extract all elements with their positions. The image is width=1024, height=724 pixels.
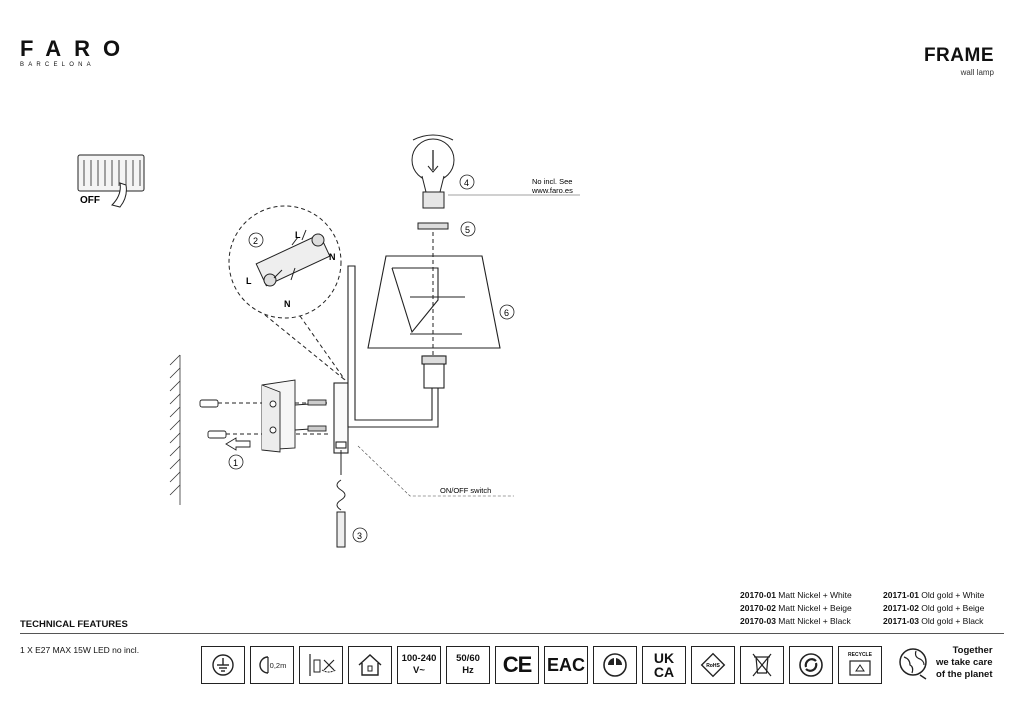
finish-desc: Old gold + White [921,590,985,600]
technical-features-title: TECHNICAL FEATURES [20,619,128,630]
wiring-detail-circle [228,205,346,381]
planet-line-1: Together [952,645,993,656]
callout-1: 1 [233,458,238,468]
ce-label: CE [502,652,533,677]
bulb-note-2: www.faro.es [531,186,573,195]
callout-3: 3 [357,531,362,541]
min-distance-icon: 0,2m [250,646,294,684]
finish-desc: Matt Nickel + Beige [778,603,852,613]
mounting-hardware [199,379,330,453]
eac-mark-icon: EAC [544,646,588,684]
product-title-block: FRAME wall lamp [924,45,994,77]
indoor-use-icon [348,646,392,684]
finish-code: 20171-01 [883,590,919,600]
brand-sub: BARCELONA [20,62,95,68]
switch-note: ON/OFF switch [440,486,491,495]
planet-line-2: we take care [936,657,993,668]
product-subtitle: wall lamp [960,68,994,77]
wall-hatch [169,354,181,505]
wire-label-n1: N [329,252,336,262]
ukca-bottom: CA [653,664,675,680]
finish-row: 20171-03 Old gold + Black [883,615,984,628]
technical-spec: 1 X E27 MAX 15W LED no incl. [20,645,140,655]
lamp-body [333,255,501,454]
finish-code: 20170-03 [740,616,776,626]
brand-logo: FARO BARCELONA [20,36,133,68]
finish-code: 20170-01 [740,590,776,600]
callout-2: 2 [253,236,258,246]
section-divider [20,633,1004,634]
finish-desc: Matt Nickel + Black [778,616,851,626]
callout-5: 5 [465,225,470,235]
recycle-label: RECYCLE [848,652,872,658]
breaker-off-icon [77,154,145,208]
voltage-unit: V~ [413,665,425,676]
distance-label: 0,2m [269,660,287,670]
switch-note-line [357,445,514,497]
bulb-note-1: No incl. See [532,177,572,186]
wire-label-l2: L [246,276,252,286]
ground-symbol-icon [201,646,245,684]
green-dot-icon [593,646,637,684]
switch-cord [336,450,346,548]
no-insulation-cover-icon [299,646,343,684]
brand-name: FARO [20,36,134,61]
recycle-packaging-icon: RECYCLE [838,646,882,684]
svg-text:RoHS: RoHS [706,663,720,669]
wire-label-l1: L [295,230,301,240]
eac-label: EAC [546,654,585,675]
frequency-value: 50/60 [456,653,480,664]
frequency-unit: Hz [462,665,474,676]
callout-6: 6 [504,308,509,318]
bulb-icon [411,134,455,356]
finish-codes-left: 20170-01 Matt Nickel + White 20170-02 Ma… [740,589,852,628]
finish-row: 20170-03 Matt Nickel + Black [740,615,852,628]
rohs-compliant-icon: RoHS [691,646,735,684]
push-arrow-icon [225,437,251,451]
finish-code: 20171-03 [883,616,919,626]
planet-line-3: of the planet [936,669,993,680]
globe-leaf-icon [899,648,927,680]
assembly-diagram: OFF L N L N [77,134,580,548]
weee-bin-icon [740,646,784,684]
finish-row: 20170-02 Matt Nickel + Beige [740,602,852,615]
finish-row: 20170-01 Matt Nickel + White [740,589,852,602]
ce-mark-icon: CE [495,646,539,684]
callout-4: 4 [464,178,469,188]
finish-desc: Matt Nickel + White [778,590,852,600]
wire-label-n2: N [284,299,291,309]
off-label: OFF [80,195,100,206]
planet-badge: Together we take care of the planet [896,645,993,681]
finish-code: 20171-02 [883,603,919,613]
finish-codes-right: 20171-01 Old gold + White 20171-02 Old g… [883,589,984,628]
recycle-arrows-icon [789,646,833,684]
ukca-top: UK [653,650,675,666]
voltage-value: 100-240 [401,653,437,664]
finish-desc: Old gold + Beige [921,603,985,613]
finish-desc: Old gold + Black [921,616,984,626]
finish-row: 20171-01 Old gold + White [883,589,984,602]
finish-row: 20171-02 Old gold + Beige [883,602,984,615]
product-name: FRAME [923,45,994,66]
finish-code: 20170-02 [740,603,776,613]
callouts [228,174,515,543]
